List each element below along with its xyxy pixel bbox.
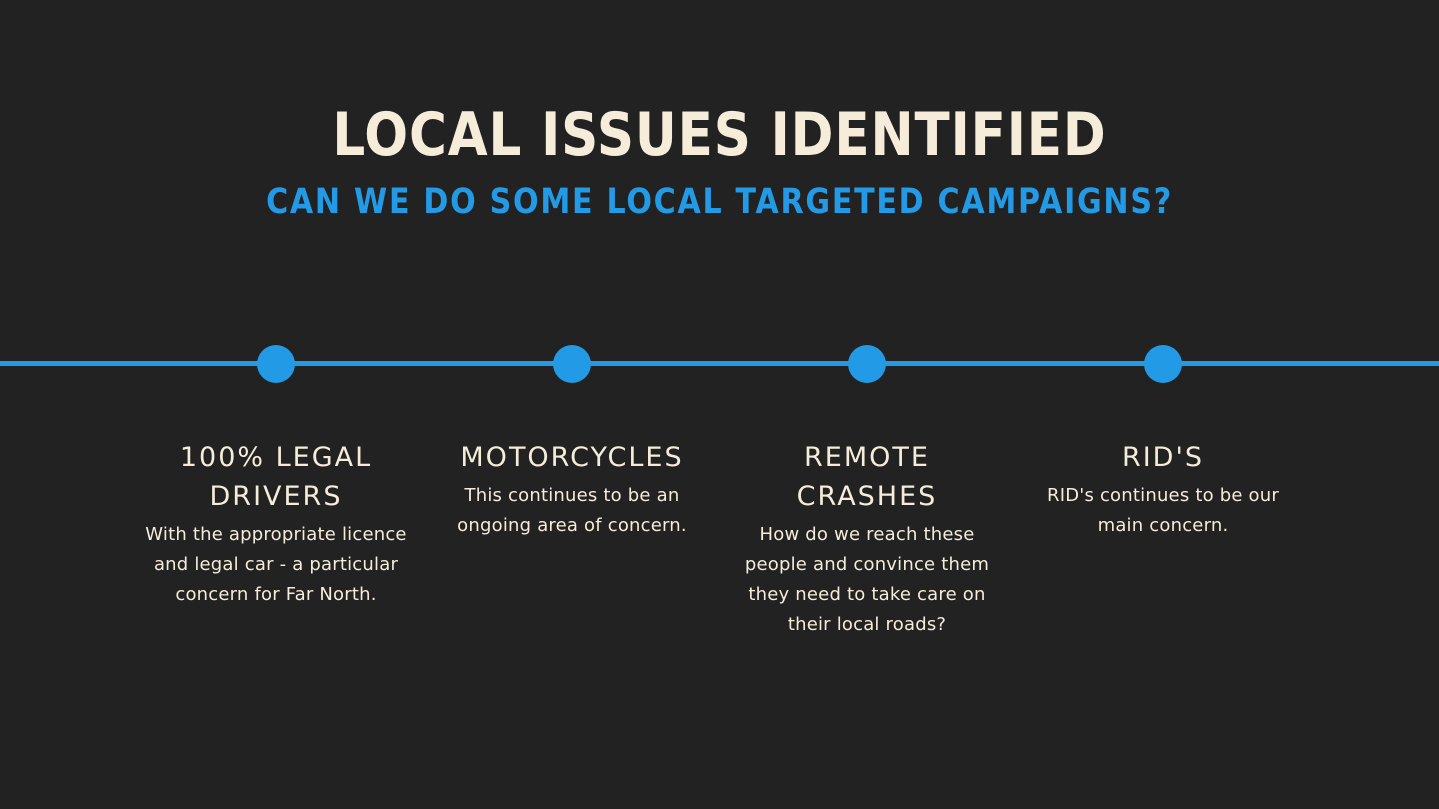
timeline-item-remote-crashes: REMOTE CRASHES How do we reach these peo… (727, 438, 1007, 640)
timeline-line (0, 361, 1439, 366)
slide-title: LOCAL ISSUES IDENTIFIED (332, 100, 1107, 170)
timeline-item-heading: MOTORCYCLES (460, 442, 684, 473)
timeline-dot-3 (848, 345, 886, 383)
timeline-item-body: This continues to be an ongoing area of … (457, 485, 687, 536)
timeline-item-body: How do we reach these people and convinc… (744, 524, 990, 635)
timeline-dot-1 (257, 345, 295, 383)
timeline-item-body: RID's continues to be our main concern. (1047, 485, 1279, 536)
slide-subtitle: CAN WE DO SOME LOCAL TARGETED CAMPAIGNS? (266, 182, 1173, 222)
timeline-dot-2 (553, 345, 591, 383)
timeline-dot-4 (1144, 345, 1182, 383)
timeline-item-motorcycles: MOTORCYCLES This continues to be an ongo… (432, 438, 712, 541)
timeline-item-legal-drivers: 100% LEGAL DRIVERS With the appropriate … (136, 438, 416, 610)
timeline-item-heading: 100% LEGAL DRIVERS (179, 442, 373, 512)
timeline-item-rids: RID'S RID's continues to be our main con… (1023, 438, 1303, 541)
timeline-item-heading: RID'S (1121, 442, 1205, 473)
timeline-item-body: With the appropriate licence and legal c… (145, 524, 407, 605)
timeline-item-heading: REMOTE CRASHES (796, 442, 938, 512)
